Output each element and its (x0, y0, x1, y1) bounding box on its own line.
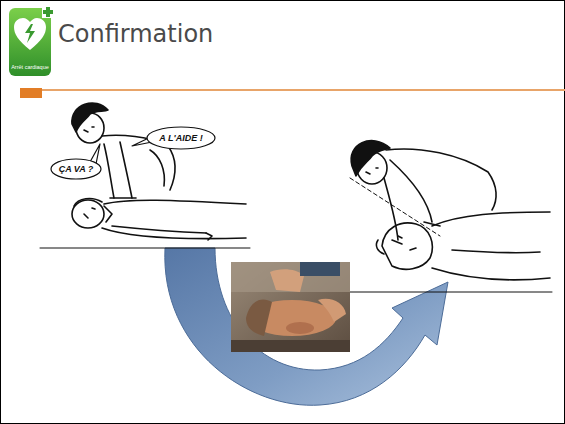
bubble-ellipse (51, 159, 101, 179)
speech-bubble: A L'AIDE ! (146, 126, 216, 150)
logo (9, 6, 54, 76)
accent-bar (20, 88, 42, 98)
logo-label: Arrêt cardiaque (11, 64, 49, 70)
curved-arrow (165, 248, 448, 405)
title-rule (42, 89, 565, 91)
photo (231, 262, 350, 352)
bubble-ellipse (147, 127, 215, 149)
slide-title: Confirmation (58, 20, 213, 48)
bubble-text: A L'AIDE ! (159, 133, 202, 143)
bubble-text-box: A L'AIDE ! (146, 126, 216, 150)
bubble-text: ÇA VA ? (59, 164, 94, 174)
right-illustration (335, 141, 552, 292)
left-illustration (40, 103, 250, 248)
bubble-text-box: ÇA VA ? (50, 158, 102, 180)
speech-bubble: ÇA VA ? (50, 158, 102, 180)
